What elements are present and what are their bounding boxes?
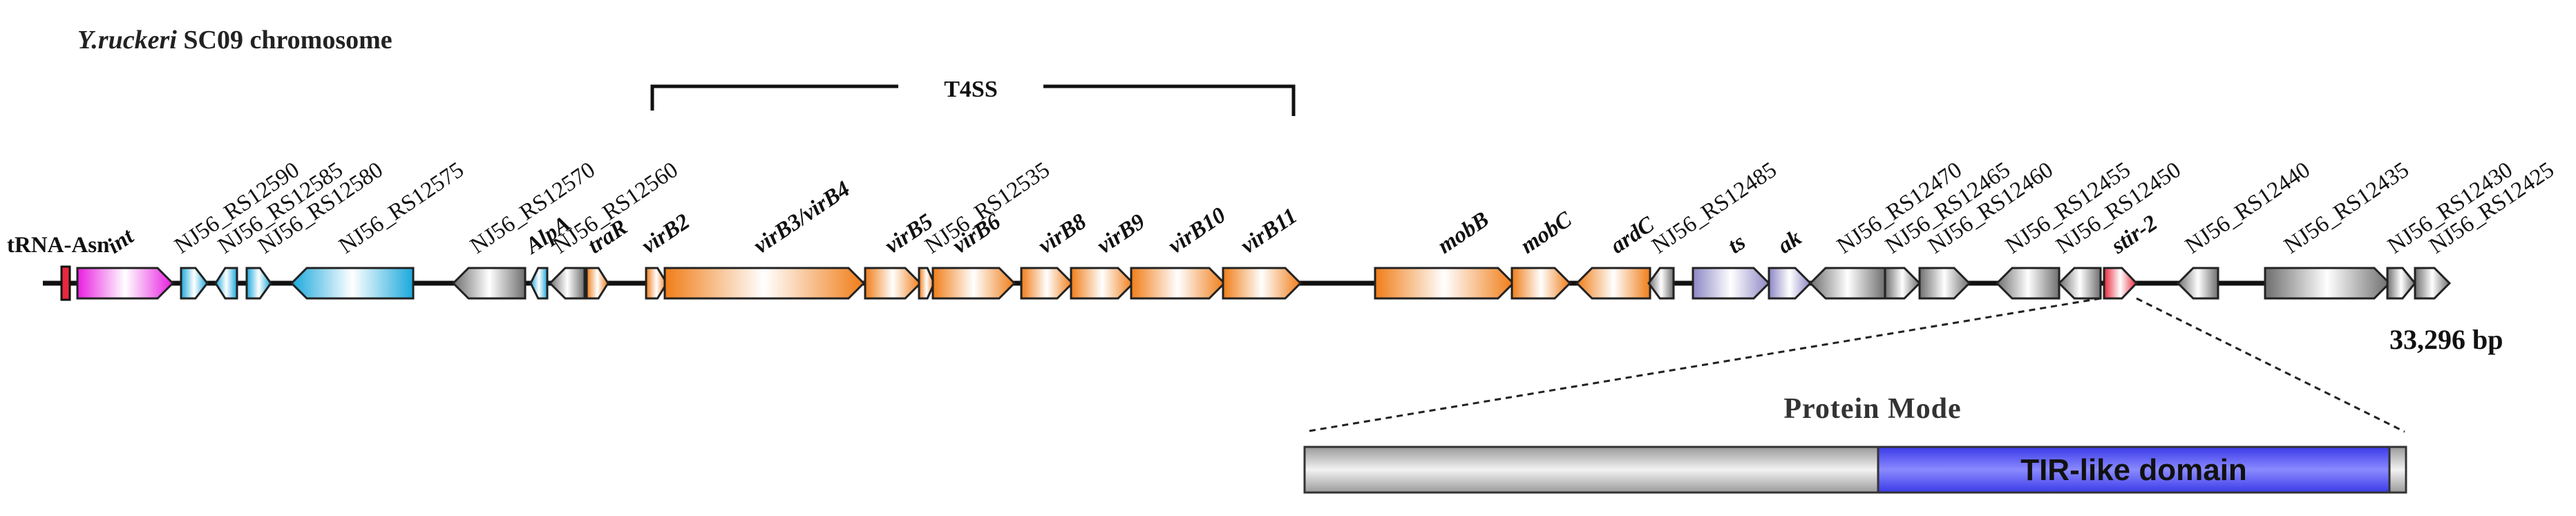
gene-arrow-stir-2 <box>2103 267 2139 300</box>
figure-title: Y.ruckeri SC09 chromosome <box>77 26 392 55</box>
gene-arrow-nj56-rs12570 <box>451 267 527 300</box>
gene-arrow-nj56-rs12585 <box>214 267 238 300</box>
title-organism: Y.ruckeri <box>77 26 177 55</box>
gene-arrow-nj56-rs12580 <box>245 267 272 300</box>
gene-arrow-ts <box>1692 267 1771 300</box>
gene-label-ak: ak <box>1773 225 1806 259</box>
gene-label-mobb: mobB <box>1433 207 1493 259</box>
gene-arrow-nj56-rs12560 <box>548 267 586 300</box>
gene-arrow-nj56-rs12465 <box>1884 267 1922 300</box>
gene-label-nj56-rs12535: NJ56_RS12535 <box>920 157 1054 259</box>
gene-arrow-trar <box>585 267 609 300</box>
gene-arrow-nj56-rs12590 <box>180 267 209 300</box>
gene-label-virb10: virB10 <box>1164 203 1230 259</box>
gene-arrow-virb8 <box>1020 267 1074 300</box>
gene-arrow-nj56-rs12440 <box>2176 267 2219 300</box>
gene-arrow-mobb <box>1374 267 1515 300</box>
gene-label-ts: ts <box>1723 229 1750 258</box>
trna-marker <box>60 265 71 301</box>
zoom-line-left <box>1304 297 2101 433</box>
tir-domain-label: TIR-like domain <box>2020 453 2247 487</box>
gene-arrow-virb2 <box>645 267 668 300</box>
trna-label: tRNA-Asn <box>7 233 110 258</box>
gene-arrow-virb3-virb4 <box>663 267 866 300</box>
protein-bar: TIR-like domain <box>1303 446 2407 494</box>
gene-arrow-nj56-rs12535 <box>918 267 936 300</box>
gene-arrow-virb5 <box>864 267 922 300</box>
gene-arrow-nj56-rs12430 <box>2386 267 2416 300</box>
gene-arrow-ardc <box>1575 267 1651 300</box>
gene-arrow-alpa <box>529 267 549 300</box>
zoom-line-right <box>2136 297 2405 433</box>
gene-arrow-virb10 <box>1130 267 1227 300</box>
gene-label-virb11: virB11 <box>1236 204 1302 259</box>
gene-arrow-virb11 <box>1222 267 1303 300</box>
gene-track <box>76 267 2452 300</box>
gene-label-virb2: virB2 <box>637 209 694 259</box>
gene-arrow-nj56-rs12575 <box>290 267 415 300</box>
t4ss-label: T4SS <box>944 77 998 102</box>
protein-region-nterm <box>1303 446 1879 494</box>
protein-region-cterm <box>2388 446 2407 494</box>
protein-mode-title: Protein Mode <box>1783 393 1961 425</box>
gene-label-nj56-rs12485: NJ56_RS12485 <box>1647 157 1781 259</box>
gene-arrow-nj56-rs12435 <box>2264 267 2392 300</box>
gene-arrow-nj56-rs12470 <box>1808 267 1886 300</box>
gene-label-virb9: virB9 <box>1092 209 1149 259</box>
gene-label-virb8: virB8 <box>1034 209 1090 259</box>
gene-label-mobc: mobC <box>1516 207 1577 259</box>
gene-arrow-nj56-rs12450 <box>2057 267 2102 300</box>
gene-arrow-nj56-rs12425 <box>2414 267 2452 300</box>
gene-arrow-ak <box>1768 267 1812 300</box>
gene-label-virb3-virb4: virB3/virB4 <box>749 177 854 259</box>
t4ss-bracket: T4SS <box>650 77 1296 116</box>
length-label: 33,296 bp <box>2389 324 2503 355</box>
tir-domain <box>1877 446 2391 494</box>
gene-arrow-virb9 <box>1070 267 1135 300</box>
gene-arrow-nj56-rs12460 <box>1918 267 1971 300</box>
gene-arrow-nj56-rs12485 <box>1647 267 1675 300</box>
gene-arrow-virb6 <box>931 267 1016 300</box>
title-rest: SC09 chromosome <box>177 26 392 55</box>
gene-arrow-int <box>76 267 175 300</box>
gene-arrow-mobc <box>1510 267 1572 300</box>
gene-arrow-nj56-rs12455 <box>1995 267 2061 300</box>
